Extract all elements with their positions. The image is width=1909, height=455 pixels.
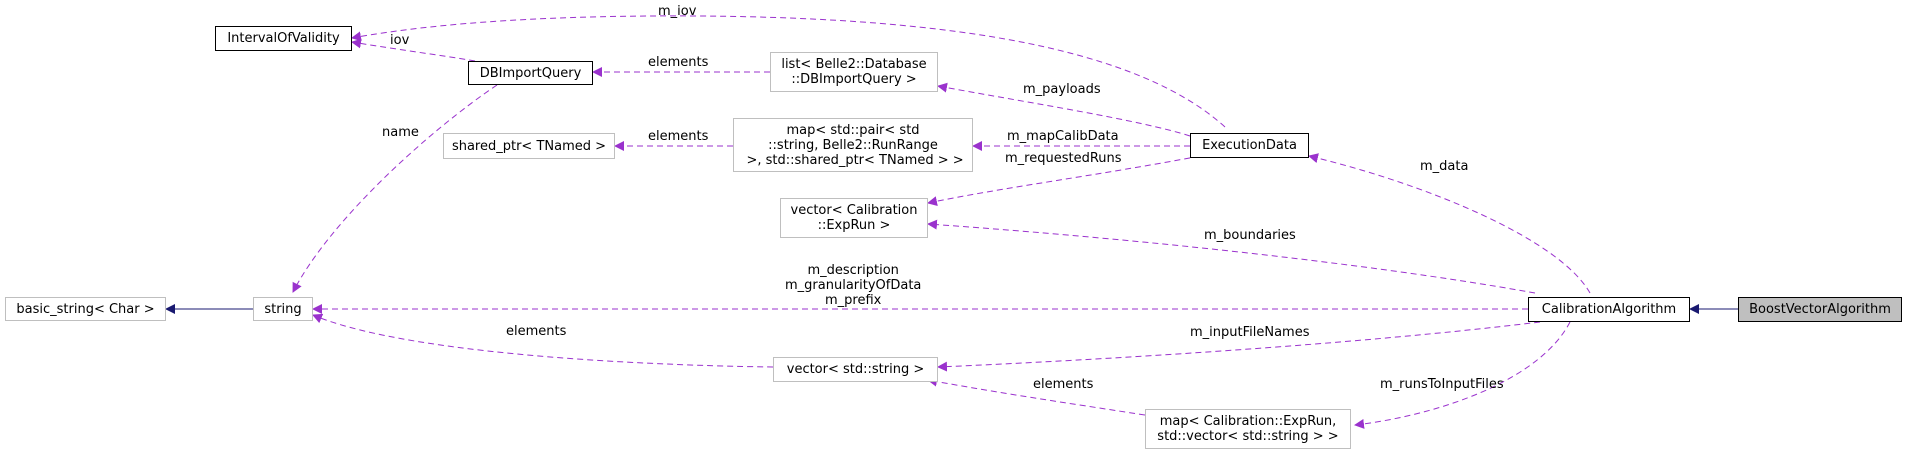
edge-label-m-requestedruns: m_requestedRuns bbox=[1005, 151, 1122, 166]
node-label: vector< std::string > bbox=[786, 362, 925, 377]
edge-label-m-data: m_data bbox=[1420, 159, 1469, 174]
node-label-line: >, std::shared_ptr< TNamed > > bbox=[742, 152, 964, 168]
node-list-dbimportquery: list< Belle2::Database ::DBImportQuery > bbox=[770, 52, 938, 92]
edge-m-inputfilenames bbox=[937, 321, 1541, 372]
node-label: IntervalOfValidity bbox=[227, 31, 340, 46]
edge-label-m-inputfilenames: m_inputFileNames bbox=[1190, 325, 1310, 340]
edge-label-m-string-members: m_description m_granularityOfData m_pref… bbox=[785, 263, 921, 308]
node-interval-of-validity[interactable]: IntervalOfValidity bbox=[215, 26, 352, 51]
node-label-line: vector< Calibration bbox=[790, 203, 918, 218]
node-label: CalibrationAlgorithm bbox=[1541, 302, 1677, 317]
edge-label-m-mapcalibdata: m_mapCalibData bbox=[1007, 129, 1119, 144]
node-label: BoostVectorAlgorithm bbox=[1749, 302, 1891, 317]
node-label-line: ::DBImportQuery > bbox=[791, 72, 917, 87]
edge-name bbox=[292, 84, 498, 293]
edge-label-elements-list: elements bbox=[648, 55, 709, 70]
edge-m-data bbox=[1308, 153, 1591, 294]
node-label: basic_string< Char > bbox=[16, 301, 155, 317]
node-execution-data[interactable]: ExecutionData bbox=[1190, 133, 1309, 158]
edge-label-m-runstoinputfiles: m_runsToInputFiles bbox=[1380, 377, 1504, 392]
edge-label-elements-map: elements bbox=[1033, 377, 1094, 392]
node-label-line: map< Calibration::ExpRun, bbox=[1159, 414, 1337, 429]
node-db-import-query[interactable]: DBImportQuery bbox=[468, 61, 593, 85]
edge-m-payloads bbox=[937, 82, 1191, 137]
edge-m-runstoinputfiles bbox=[1354, 321, 1571, 429]
node-map-exprun-vector: map< Calibration::ExpRun, std::vector< s… bbox=[1145, 409, 1351, 449]
edge-label-m-iov: m_iov bbox=[658, 4, 697, 19]
edge-elements-map bbox=[927, 376, 1146, 416]
node-label-line: map< std::pair< std bbox=[786, 122, 920, 138]
node-vector-string: vector< std::string > bbox=[773, 357, 938, 382]
node-label-line: ::string, Belle2::RunRange bbox=[768, 137, 938, 153]
edge-label-iov: iov bbox=[390, 33, 410, 48]
node-label-line: std::vector< std::string > > bbox=[1157, 429, 1339, 444]
edge-label-line: m_prefix bbox=[825, 293, 882, 308]
node-vector-exprun: vector< Calibration ::ExpRun > bbox=[780, 198, 928, 238]
node-map-runrange: map< std::pair< std ::string, Belle2::Ru… bbox=[733, 118, 973, 172]
edge-m-boundaries bbox=[927, 219, 1536, 294]
edge-label-line: m_description bbox=[807, 263, 899, 278]
edge-elements-vector bbox=[312, 313, 774, 368]
node-basic-string: basic_string< Char > bbox=[5, 297, 166, 321]
edge-m-iov bbox=[351, 15, 1226, 128]
edge-iov bbox=[351, 38, 476, 62]
edge-label-m-boundaries: m_boundaries bbox=[1204, 228, 1296, 243]
edge-label-elements-vector: elements bbox=[506, 324, 567, 339]
node-label-line: list< Belle2::Database bbox=[781, 57, 927, 72]
edge-label-elements-shared: elements bbox=[648, 129, 709, 144]
node-string: string bbox=[253, 297, 313, 321]
node-calibration-algorithm[interactable]: CalibrationAlgorithm bbox=[1528, 297, 1690, 322]
node-label: ExecutionData bbox=[1202, 138, 1297, 153]
node-label: string bbox=[264, 301, 302, 317]
node-shared-ptr-tnamed: shared_ptr< TNamed > bbox=[443, 133, 615, 159]
edge-label-line: m_granularityOfData bbox=[785, 278, 922, 293]
node-label: shared_ptr< TNamed > bbox=[451, 138, 607, 154]
node-label-line: ::ExpRun > bbox=[817, 218, 891, 233]
edge-label-m-payloads: m_payloads bbox=[1023, 82, 1101, 97]
node-label: DBImportQuery bbox=[479, 65, 582, 81]
edge-label-name: name bbox=[382, 125, 419, 140]
node-boost-vector-algorithm: BoostVectorAlgorithm bbox=[1738, 297, 1902, 322]
